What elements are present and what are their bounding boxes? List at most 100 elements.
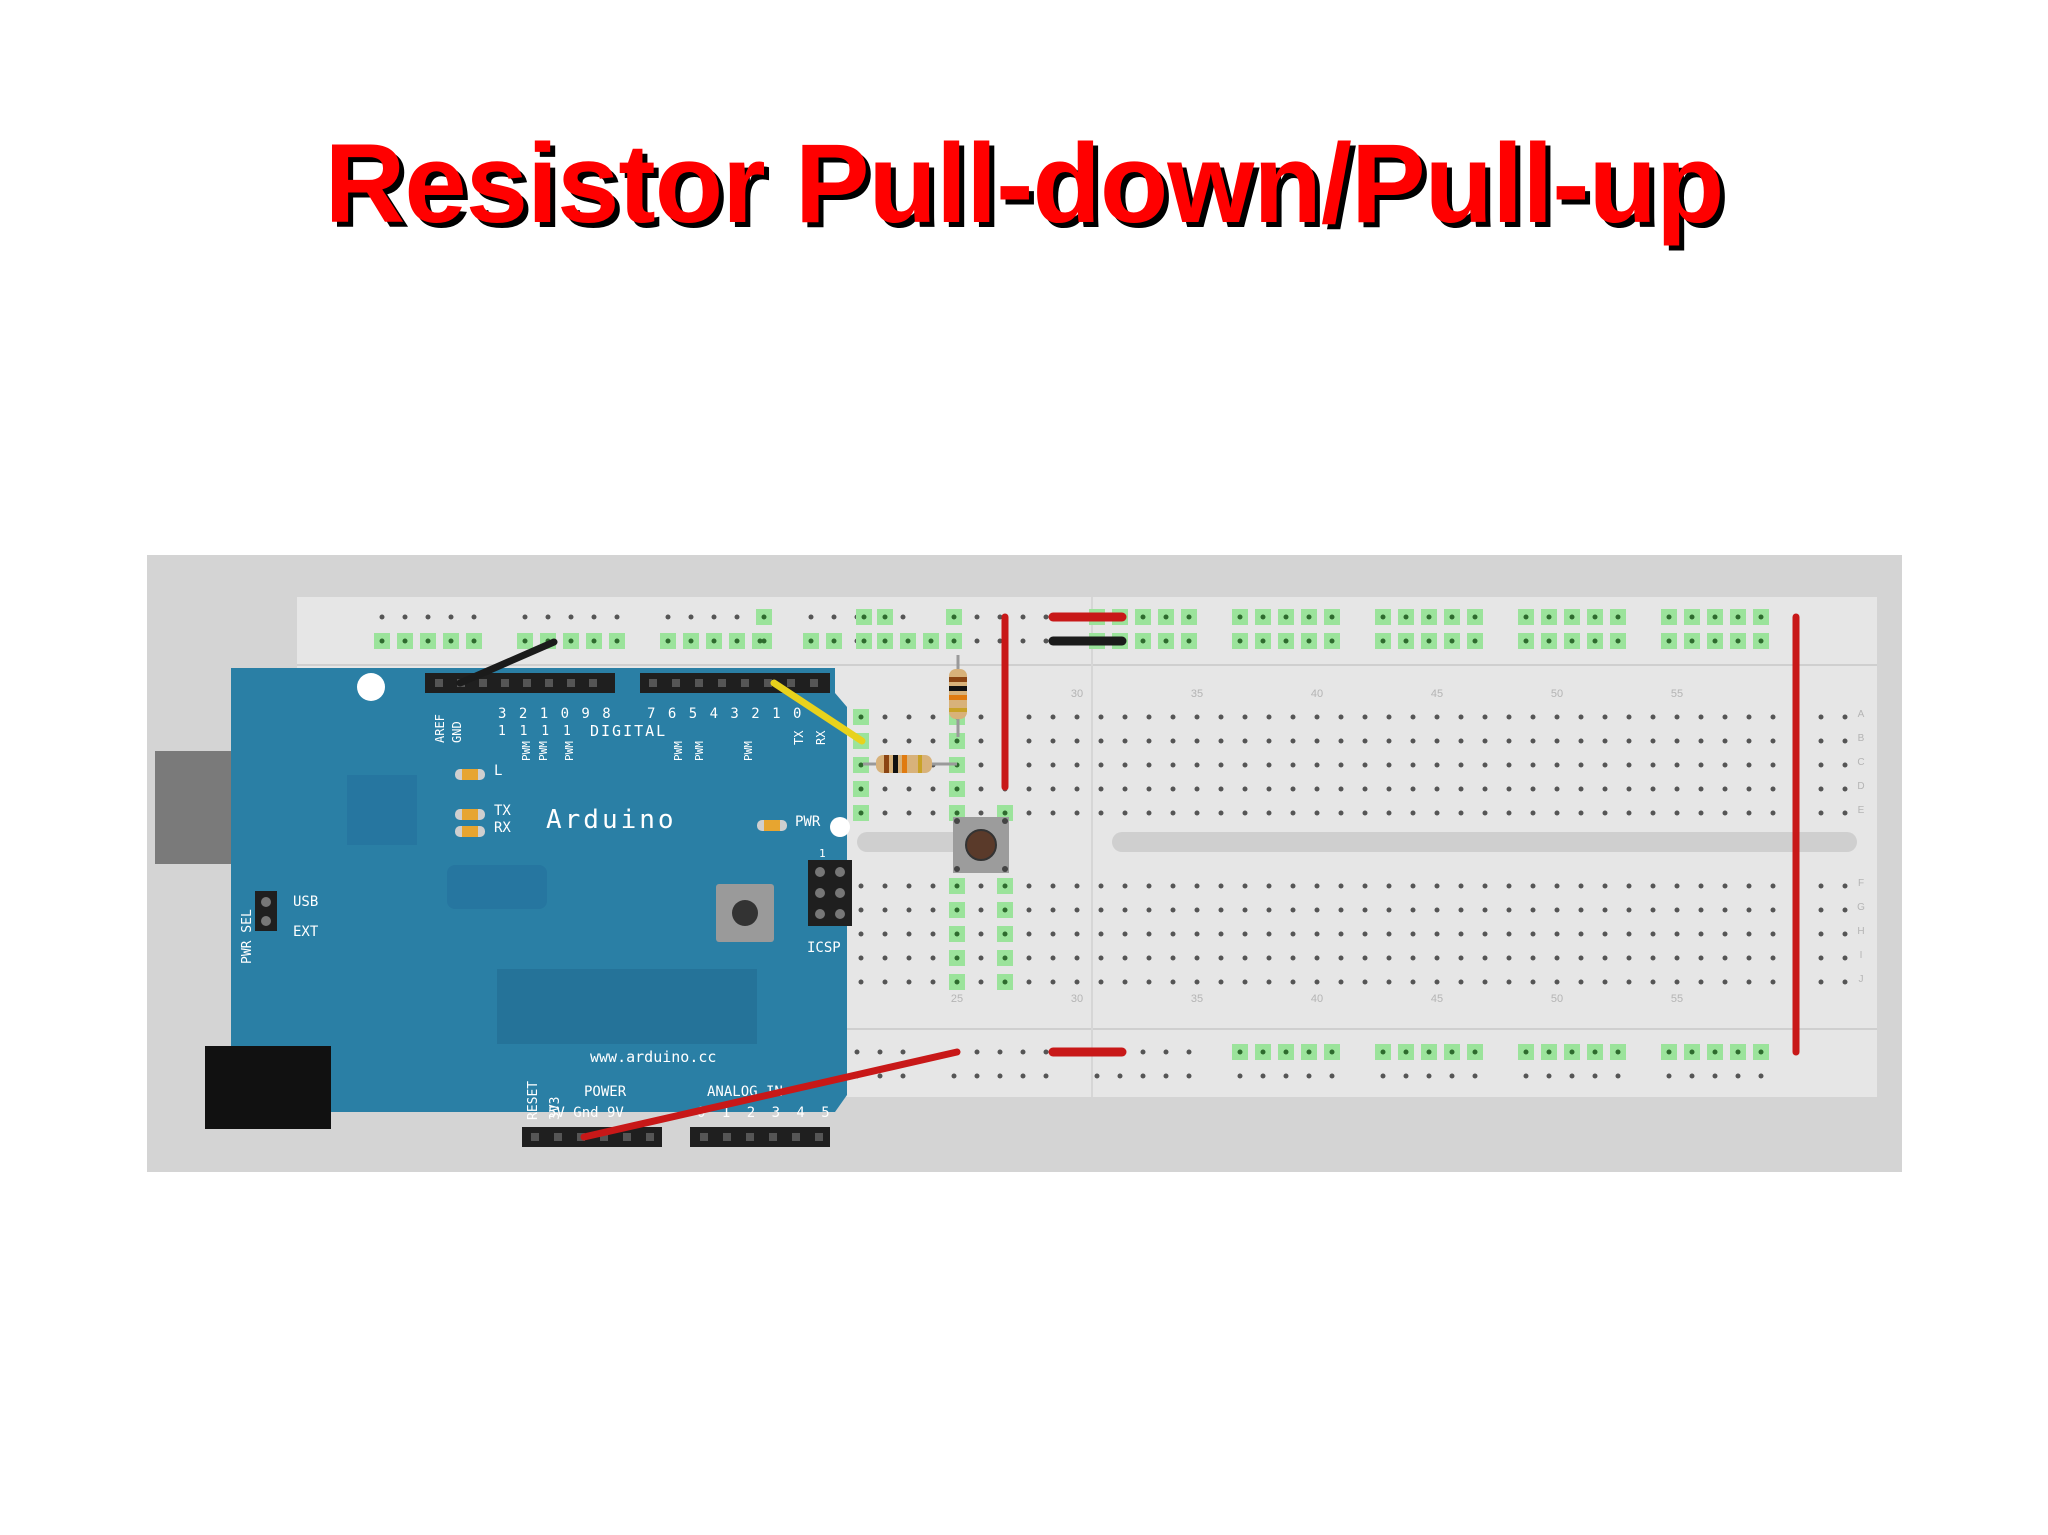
breadboard-hole bbox=[1290, 907, 1296, 913]
breadboard-hole bbox=[1842, 931, 1848, 937]
icsp-header bbox=[808, 860, 852, 926]
icsp-pin-label: 1 bbox=[819, 847, 826, 860]
breadboard-hole bbox=[1506, 979, 1512, 985]
breadboard-hole bbox=[1170, 931, 1176, 937]
connected-hole-dot bbox=[522, 638, 528, 644]
breadboard-hole bbox=[1122, 810, 1128, 816]
breadboard-hole bbox=[1650, 738, 1656, 744]
mounting-hole bbox=[830, 817, 850, 837]
connected-hole-dot bbox=[1329, 614, 1335, 620]
breadboard-hole bbox=[1482, 931, 1488, 937]
breadboard-hole bbox=[1626, 979, 1632, 985]
wire-signal-yellow[interactable] bbox=[770, 679, 866, 745]
breadboard-hole bbox=[1818, 738, 1824, 744]
rail-hole bbox=[1449, 1073, 1455, 1079]
breadboard-hole bbox=[1554, 786, 1560, 792]
column-number: 30 bbox=[1071, 993, 1083, 1005]
connected-hole-dot bbox=[471, 638, 477, 644]
breadboard-hole bbox=[1626, 907, 1632, 913]
rail-hole bbox=[1666, 1073, 1672, 1079]
rail-hole bbox=[1140, 1073, 1146, 1079]
connected-hole-dot bbox=[1283, 614, 1289, 620]
rail-hole bbox=[1329, 1073, 1335, 1079]
breadboard-hole bbox=[1458, 907, 1464, 913]
breadboard-hole bbox=[1506, 786, 1512, 792]
breadboard-hole bbox=[1338, 907, 1344, 913]
rail-hole bbox=[1094, 1073, 1100, 1079]
breadboard-hole bbox=[1338, 979, 1344, 985]
rail-hole bbox=[951, 1073, 957, 1079]
breadboard-hole bbox=[882, 714, 888, 720]
breadboard-hole bbox=[1122, 907, 1128, 913]
breadboard-hole bbox=[1026, 931, 1032, 937]
breadboard-hole bbox=[1338, 762, 1344, 768]
breadboard-hole bbox=[1746, 738, 1752, 744]
connected-hole-dot bbox=[761, 638, 767, 644]
breadboard-hole bbox=[1266, 738, 1272, 744]
connected-hole-dot bbox=[1592, 614, 1598, 620]
header-pin bbox=[523, 679, 531, 687]
row-letter: I bbox=[1860, 950, 1863, 961]
breadboard-hole bbox=[1410, 762, 1416, 768]
breadboard-hole bbox=[1434, 714, 1440, 720]
connected-hole-dot bbox=[1237, 638, 1243, 644]
breadboard-hole bbox=[1770, 979, 1776, 985]
breadboard-hole bbox=[1242, 810, 1248, 816]
rail-hole bbox=[1237, 1073, 1243, 1079]
breadboard-hole bbox=[1386, 786, 1392, 792]
led-pwr-label: PWR bbox=[795, 814, 821, 830]
breadboard-hole bbox=[1386, 955, 1392, 961]
wire-gnd-black[interactable] bbox=[456, 638, 558, 687]
ext-label: EXT bbox=[293, 924, 319, 940]
breadboard-hole bbox=[1146, 762, 1152, 768]
breadboard-hole bbox=[1386, 907, 1392, 913]
breadboard-hole bbox=[882, 931, 888, 937]
breadboard-hole bbox=[882, 907, 888, 913]
connected-hole-dot bbox=[1592, 638, 1598, 644]
breadboard-hole bbox=[1098, 786, 1104, 792]
breadboard-hole bbox=[1386, 738, 1392, 744]
breadboard-hole bbox=[1362, 786, 1368, 792]
breadboard-hole bbox=[1458, 762, 1464, 768]
pushbutton[interactable] bbox=[953, 817, 1009, 873]
led-tx-label: TX bbox=[494, 803, 511, 819]
breadboard-hole bbox=[1146, 979, 1152, 985]
breadboard-hole bbox=[1578, 979, 1584, 985]
breadboard-hole bbox=[1698, 714, 1704, 720]
pin-numbers-tens: 1 1 1 1 bbox=[498, 724, 574, 739]
breadboard-hole bbox=[1098, 931, 1104, 937]
connected-hole-dot bbox=[858, 786, 864, 792]
column-number: 50 bbox=[1551, 688, 1563, 700]
breadboard-hole bbox=[1242, 738, 1248, 744]
rail-hole bbox=[1403, 1073, 1409, 1079]
breadboard-hole bbox=[1218, 762, 1224, 768]
breadboard-hole bbox=[1266, 786, 1272, 792]
breadboard-hole bbox=[1770, 786, 1776, 792]
breadboard-hole bbox=[1554, 979, 1560, 985]
wire-5v-red[interactable] bbox=[580, 1048, 961, 1141]
breadboard-holes bbox=[379, 614, 1848, 1079]
pin-numbers-high: 3 2 1 0 9 8 bbox=[498, 706, 613, 722]
breadboard-hole bbox=[1362, 810, 1368, 816]
breadboard-hole bbox=[906, 738, 912, 744]
breadboard-hole bbox=[906, 714, 912, 720]
connected-hole-dot bbox=[568, 638, 574, 644]
breadboard-hole bbox=[1242, 714, 1248, 720]
breadboard-hole bbox=[1458, 738, 1464, 744]
breadboard-hole bbox=[1530, 714, 1536, 720]
breadboard-hole bbox=[1170, 810, 1176, 816]
breadboard-hole bbox=[1146, 883, 1152, 889]
breadboard-hole bbox=[1386, 714, 1392, 720]
breadboard-hole bbox=[1482, 955, 1488, 961]
power-label: POWER bbox=[584, 1084, 627, 1100]
breadboard-hole bbox=[1410, 786, 1416, 792]
breadboard-hole bbox=[1458, 810, 1464, 816]
breadboard-hole bbox=[1122, 762, 1128, 768]
breadboard-hole bbox=[1698, 738, 1704, 744]
breadboard-hole bbox=[978, 738, 984, 744]
connected-hole-dot bbox=[1569, 638, 1575, 644]
power-select-jumper[interactable] bbox=[255, 891, 277, 931]
breadboard-hole bbox=[1194, 979, 1200, 985]
row-letter: G bbox=[1857, 902, 1865, 913]
connected-hole-dot bbox=[1380, 638, 1386, 644]
